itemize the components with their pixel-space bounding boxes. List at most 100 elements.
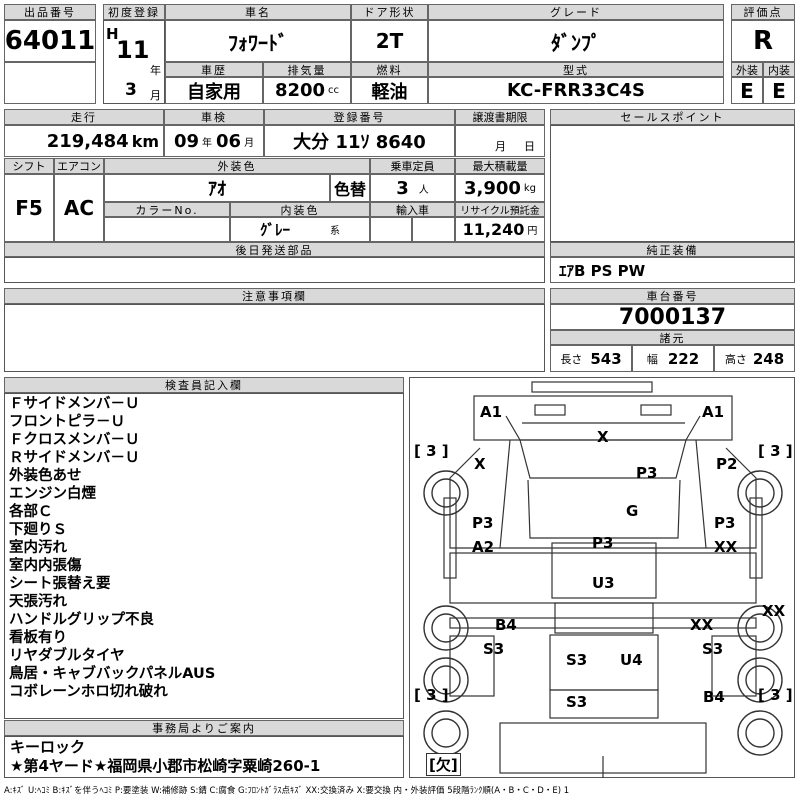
inspector-notes: Ｆサイドメンバ－Ｕ フロントピラ－Ｕ Ｆクロスメンバ－Ｕ Ｒサイドメンバ－Ｕ 外… xyxy=(9,395,215,701)
mark-right-step: XX xyxy=(714,538,738,556)
note-line: 下廻りＳ xyxy=(9,522,67,538)
caution-label: 注意事項欄 xyxy=(4,288,545,304)
capacity-label: 乗車定員 xyxy=(370,158,455,174)
interior-color-label: 内装色 xyxy=(230,202,370,217)
recycle-label: リサイクル預託金 xyxy=(455,202,545,217)
transfer-date: 月日 xyxy=(455,125,545,157)
grade-label: グレード xyxy=(428,4,724,20)
fuel: 軽油 xyxy=(351,77,428,104)
later-parts-box xyxy=(4,257,545,283)
plate-number: 大分 11ｿ 8640 xyxy=(264,125,455,157)
note-line: ハンドルグリップ不良 xyxy=(9,612,154,628)
mark-left-rail: B4 xyxy=(495,616,517,634)
mark-tailgate: S3 xyxy=(566,693,588,711)
note-line: Ｆサイドメンバ－Ｕ xyxy=(9,396,140,412)
mark-front-right: A1 xyxy=(702,403,725,421)
genuine-equipment: ｴｱB PS PW xyxy=(550,257,795,283)
shift: F5 xyxy=(4,174,54,242)
note-line: 天張汚れ xyxy=(9,594,67,610)
mark-left-bed: S3 xyxy=(483,640,505,658)
exterior-score: E xyxy=(731,77,763,104)
mark-right-rail: XX xyxy=(762,602,786,620)
first-reg-label: 初度登録 xyxy=(103,4,165,20)
air-conditioner: AC xyxy=(54,174,104,242)
tire-front-right: [ 3 ] xyxy=(758,442,793,460)
history: 自家用 xyxy=(165,77,263,104)
transfer-label: 譲渡書期限 xyxy=(455,109,545,125)
import-label: 輸入車 xyxy=(370,202,455,217)
note-line: エンジン白煙 xyxy=(9,486,96,502)
mark-front-left: A1 xyxy=(480,403,503,421)
history-label: 車歴 xyxy=(165,62,263,77)
mark-right-rear: B4 xyxy=(703,688,725,706)
color-no xyxy=(104,217,230,242)
note-line: 室内内張傷 xyxy=(9,558,82,574)
mileage-label: 走行 xyxy=(4,109,164,125)
body-color: ｱｵ xyxy=(104,174,330,202)
model-label: 型式 xyxy=(428,62,724,77)
dims-label: 諸元 xyxy=(550,330,795,345)
door-label: ドア形状 xyxy=(351,4,428,20)
inspector-label: 検査員記入欄 xyxy=(4,377,404,393)
reg-month: 3 xyxy=(125,80,137,100)
car-name: ﾌｫﾜｰﾄﾞ xyxy=(165,20,351,62)
note-line: 鳥居・キャブバックパネルAUS xyxy=(9,666,216,682)
spare-tire: [欠] xyxy=(426,753,461,776)
reg-year: 11 xyxy=(116,36,150,64)
note-line: コボレーンホロ切れ破れ xyxy=(9,684,168,700)
note-line: シート張替え要 xyxy=(9,576,111,592)
note-line: 各部Ｃ xyxy=(9,504,53,520)
mark-left-fender: X xyxy=(474,455,486,473)
max-load-label: 最大積載量 xyxy=(455,158,545,174)
import-cell-a xyxy=(370,217,412,242)
grade: ﾀﾞﾝﾌﾟ xyxy=(428,20,724,62)
office-notes: キーロック ★第4ヤード★福岡県小郡市松崎字粟崎260-1 xyxy=(10,738,320,776)
tire-rear-right: [ 3 ] xyxy=(758,686,793,704)
mark-left-step: A2 xyxy=(472,538,495,556)
plate-label: 登録番号 xyxy=(264,109,455,125)
tire-rear-left: [ 3 ] xyxy=(414,686,449,704)
interior-score: E xyxy=(763,77,795,104)
car-name-label: 車名 xyxy=(165,4,351,20)
office-note-line: キーロック xyxy=(10,738,86,756)
tire-front-left: [ 3 ] xyxy=(414,442,449,460)
import-cell-b xyxy=(412,217,455,242)
color-no-label: カラーNo. xyxy=(104,202,230,217)
note-line: リヤダブルタイヤ xyxy=(9,648,125,664)
inspector-box xyxy=(4,393,404,719)
office-box xyxy=(4,736,404,778)
ac-label: エアコン xyxy=(54,158,104,174)
truck-outline xyxy=(423,381,783,778)
sales-point-box xyxy=(550,125,795,242)
exterior-label: 外装 xyxy=(731,62,763,77)
color-change: 色替 xyxy=(330,174,370,202)
mark-right-bed: S3 xyxy=(702,640,724,658)
mark-bed-left: S3 xyxy=(566,651,588,669)
genuine-label: 純正装備 xyxy=(550,242,795,257)
mark-windshield: X xyxy=(597,428,609,446)
fuel-label: 燃料 xyxy=(351,62,428,77)
note-line: Ｒサイドメンバ－Ｕ xyxy=(9,450,140,466)
note-line: フロントピラ－Ｕ xyxy=(9,414,125,430)
inspection-label: 車検 xyxy=(164,109,264,125)
legend: A:ｷｽﾞ U:ﾍｺﾐ B:ｷｽﾞを伴うﾍｺﾐ P:要塗装 W:補修跡 S:錆 … xyxy=(4,786,570,796)
note-line: 室内汚れ xyxy=(9,540,67,556)
door-type: 2T xyxy=(351,20,428,62)
later-parts-label: 後日発送部品 xyxy=(4,242,545,257)
mark-right-member: XX xyxy=(690,616,714,634)
note-line: 外装色あせ xyxy=(9,468,82,484)
displacement-label: 排気量 xyxy=(263,62,351,77)
interior-color: ｸﾞﾚｰ系 xyxy=(230,217,370,242)
reg-year-unit: 年 xyxy=(150,64,161,77)
chassis-number: 7000137 xyxy=(550,304,795,330)
lot-number-label: 出品番号 xyxy=(4,4,96,20)
damage-diagram: A1 A1 X X P3 P2 G P3 P3 A2 P3 XX U3 XX B… xyxy=(409,377,795,778)
interior-label: 内装 xyxy=(763,62,795,77)
note-line: Ｆクロスメンバ－Ｕ xyxy=(9,432,140,448)
